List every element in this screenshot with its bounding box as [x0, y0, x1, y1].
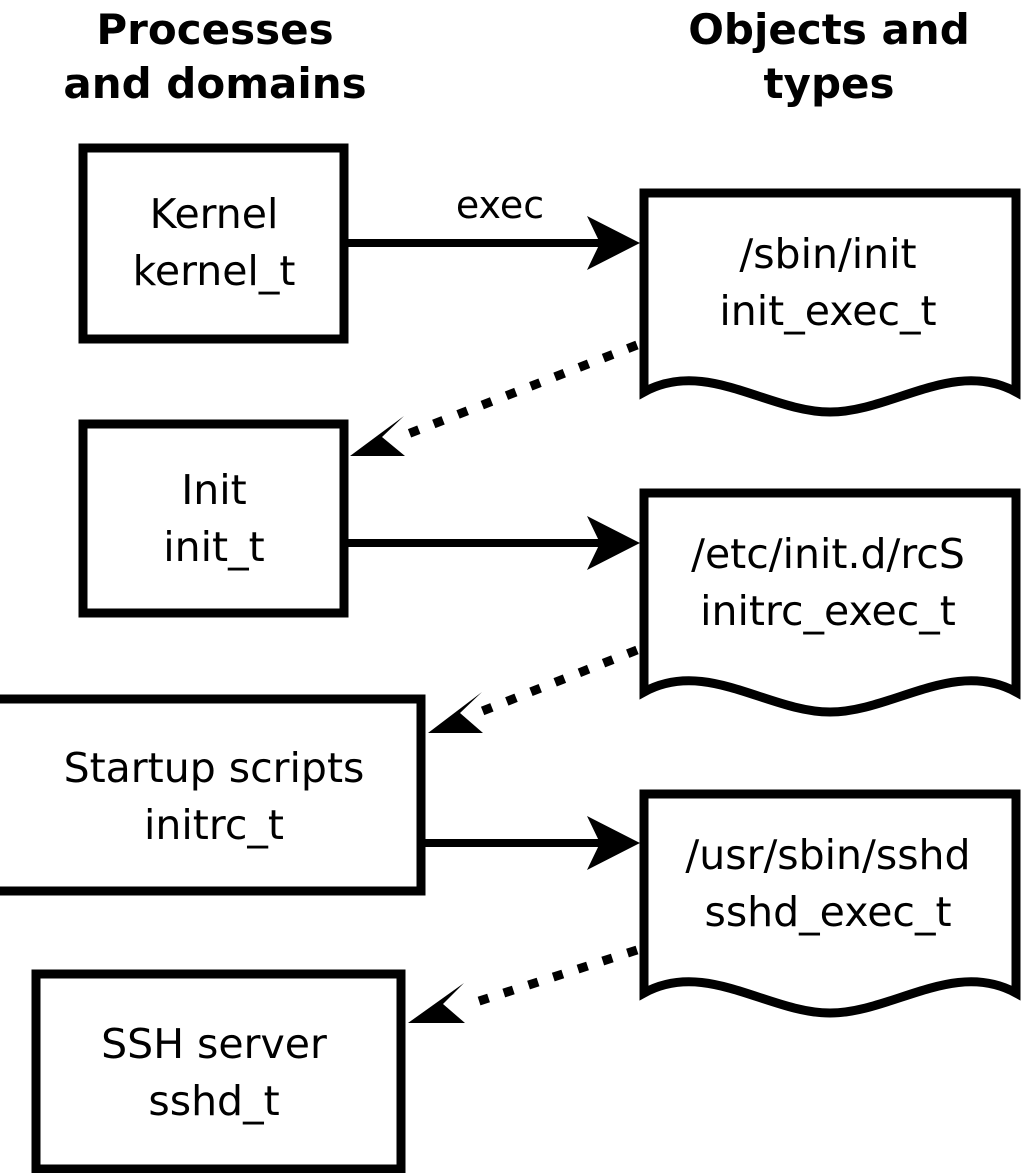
arrow-head-icon	[428, 692, 483, 733]
object-node-sshd-exec[interactable]: /usr/sbin/sshd sshd_exec_t	[639, 789, 1021, 1018]
edge-label-exec: exec	[456, 183, 544, 227]
process-node-startup-scripts-line1: Startup scripts	[64, 744, 365, 792]
process-node-ssh-server-shape[interactable]	[31, 969, 406, 1173]
edge-kernel-exec-init-exec: exec	[348, 183, 640, 270]
object-node-initrc-exec-line1: /etc/init.d/rcS	[691, 530, 965, 578]
process-node-kernel-line1: Kernel	[150, 190, 279, 238]
edge-line	[398, 340, 639, 442]
object-node-initrc-exec[interactable]: /etc/init.d/rcS initrc_exec_t	[639, 488, 1021, 717]
process-node-init-line2: init_t	[163, 523, 264, 571]
arrow-head-icon	[408, 983, 465, 1023]
edge-line	[478, 645, 639, 717]
process-node-startup-scripts-shape[interactable]	[0, 694, 426, 896]
process-node-kernel-shape[interactable]	[78, 143, 349, 344]
column-title-objects: Objects and types	[688, 5, 970, 108]
object-node-init-exec-shape[interactable]	[639, 188, 1021, 417]
arrow-head-icon	[587, 816, 640, 870]
column-title-objects-line2: types	[763, 59, 894, 108]
edge-initrc-exec-transition-initrc	[428, 645, 639, 733]
arrow-head-icon	[587, 516, 640, 570]
arrow-head-icon	[587, 216, 640, 270]
process-node-kernel[interactable]: Kernel kernel_t	[78, 143, 349, 344]
object-node-init-exec-line2: init_exec_t	[719, 287, 936, 335]
process-node-init[interactable]: Init init_t	[78, 419, 349, 618]
process-node-ssh-server[interactable]: SSH server sshd_t	[31, 969, 406, 1173]
edge-init-exec-transition-init	[350, 340, 639, 456]
object-node-sshd-exec-line2: sshd_exec_t	[704, 888, 951, 936]
object-node-init-exec[interactable]: /sbin/init init_exec_t	[639, 188, 1021, 417]
object-node-init-exec-line1: /sbin/init	[739, 230, 916, 278]
edge-line	[468, 945, 639, 1009]
process-node-init-shape[interactable]	[78, 419, 349, 618]
edge-init-exec-initrc-exec	[348, 516, 640, 570]
column-title-processes-line2: and domains	[63, 59, 366, 108]
object-node-initrc-exec-shape[interactable]	[639, 488, 1021, 717]
process-node-ssh-server-line1: SSH server	[101, 1020, 327, 1068]
edge-sshd-exec-transition-sshd	[408, 945, 639, 1023]
column-title-processes: Processes and domains	[63, 5, 366, 108]
process-node-init-line1: Init	[181, 466, 247, 514]
column-title-processes-line1: Processes	[96, 5, 333, 54]
object-node-sshd-exec-line1: /usr/sbin/sshd	[685, 831, 970, 879]
process-node-startup-scripts[interactable]: Startup scripts initrc_t	[0, 694, 426, 896]
arrow-head-icon	[350, 416, 405, 456]
edge-initrc-exec-sshd-exec	[425, 816, 640, 870]
process-node-kernel-line2: kernel_t	[133, 247, 296, 295]
object-node-sshd-exec-shape[interactable]	[639, 789, 1021, 1018]
process-node-ssh-server-line2: sshd_t	[148, 1077, 279, 1125]
column-title-objects-line1: Objects and	[688, 5, 970, 54]
object-node-initrc-exec-line2: initrc_exec_t	[700, 587, 956, 635]
process-node-startup-scripts-line2: initrc_t	[144, 801, 284, 849]
